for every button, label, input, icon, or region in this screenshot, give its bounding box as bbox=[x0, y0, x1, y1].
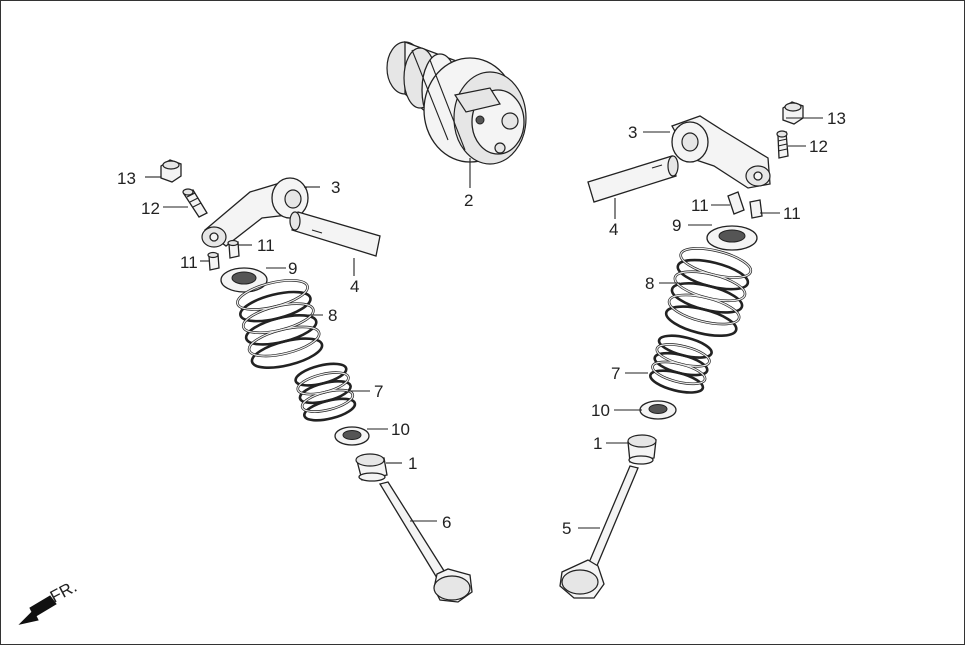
callout-7: 7 bbox=[611, 364, 620, 383]
inner-spring-right bbox=[649, 334, 713, 394]
callout-1: 1 bbox=[408, 454, 417, 473]
callout-8: 8 bbox=[328, 306, 337, 325]
callout-1: 1 bbox=[593, 434, 602, 453]
callout-9: 9 bbox=[288, 259, 297, 278]
callout-9: 9 bbox=[672, 216, 681, 235]
lock-nut-left bbox=[160, 159, 182, 183]
stem-seal-right bbox=[627, 434, 657, 465]
callout-7: 7 bbox=[374, 382, 383, 401]
callout-12: 12 bbox=[141, 199, 160, 218]
callout-10: 10 bbox=[391, 420, 410, 439]
valve-cotters-right bbox=[727, 191, 763, 219]
lock-nut-right bbox=[782, 101, 804, 125]
camshaft bbox=[386, 41, 527, 165]
rocker-shaft-right bbox=[587, 155, 679, 203]
callout-3: 3 bbox=[628, 123, 637, 142]
rocker-arm-left bbox=[201, 177, 309, 248]
callout-2: 2 bbox=[464, 191, 473, 210]
callout-4: 4 bbox=[609, 220, 618, 239]
exhaust-valve bbox=[378, 481, 473, 603]
callout-11: 11 bbox=[257, 236, 275, 255]
callout-3: 3 bbox=[331, 178, 340, 197]
arrow-icon bbox=[18, 595, 57, 625]
spring-retainer-right bbox=[706, 225, 758, 251]
rocker-arm-right bbox=[671, 115, 771, 189]
callout-5: 5 bbox=[562, 519, 571, 538]
callout-13: 13 bbox=[117, 169, 136, 188]
outer-spring-right bbox=[664, 247, 753, 338]
adjusting-screw-right bbox=[776, 130, 789, 159]
callout-12: 12 bbox=[809, 137, 828, 156]
callout-11: 11 bbox=[783, 204, 801, 223]
valve-cotters-left bbox=[207, 239, 240, 271]
inner-spring-left bbox=[294, 362, 357, 422]
stem-seal-left bbox=[355, 453, 388, 482]
leader-lines bbox=[145, 117, 823, 529]
callout-11: 11 bbox=[691, 196, 709, 215]
adjusting-screw-left bbox=[182, 188, 208, 218]
spring-retainer-left bbox=[220, 267, 268, 293]
callout-labels: 2 13 12 3 4 11 11 9 8 7 10 1 6 3 13 12 4… bbox=[117, 109, 846, 538]
outer-spring-left bbox=[236, 279, 324, 369]
callout-4: 4 bbox=[350, 277, 359, 296]
spring-seat-right bbox=[639, 400, 677, 420]
spring-seat-left bbox=[334, 426, 370, 446]
callout-6: 6 bbox=[442, 513, 451, 532]
callout-8: 8 bbox=[645, 274, 654, 293]
callout-10: 10 bbox=[591, 401, 610, 420]
intake-valve bbox=[559, 465, 639, 599]
rocker-shaft-left bbox=[289, 211, 381, 257]
callout-13: 13 bbox=[827, 109, 846, 128]
callout-11: 11 bbox=[180, 253, 198, 272]
